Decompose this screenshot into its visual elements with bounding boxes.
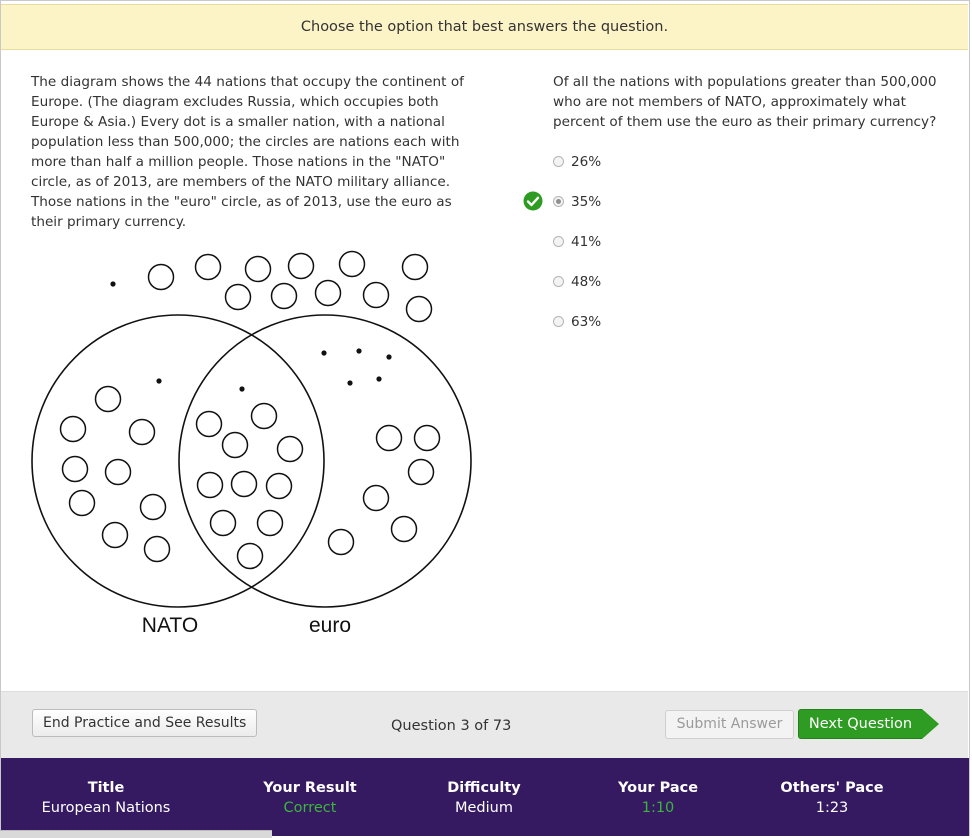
horizontal-scrollbar[interactable] [0, 830, 272, 838]
stat-others-pace: Others' Pace 1:23 [747, 778, 917, 818]
stat-label: Your Result [263, 780, 357, 796]
question-toolbar: End Practice and See Results Question 3 … [1, 691, 968, 758]
large-nation-circle [224, 283, 252, 311]
small-nation-dot [156, 378, 162, 384]
answer-option-b[interactable]: 35% [553, 192, 753, 212]
small-nation-dot [386, 354, 392, 360]
check-circle-icon [523, 191, 543, 211]
large-nation-circle [276, 435, 304, 463]
option-label: 41% [571, 234, 602, 250]
small-nation-dot [321, 350, 327, 356]
stat-difficulty: Difficulty Medium [399, 778, 569, 818]
radio-button[interactable] [553, 196, 564, 207]
nato-set-circle [31, 314, 325, 608]
large-nation-circle [244, 255, 272, 283]
large-nation-circle [68, 489, 96, 517]
stat-value: 1:23 [815, 800, 849, 816]
submit-answer-button[interactable]: Submit Answer [665, 710, 794, 739]
large-nation-circle [101, 521, 129, 549]
radio-button[interactable] [553, 316, 564, 327]
passage-text: The diagram shows the 44 nations that oc… [31, 74, 464, 230]
small-nation-dot [239, 386, 245, 392]
large-nation-circle [270, 282, 298, 310]
question-text: Of all the nations with populations grea… [553, 74, 937, 130]
answer-option-d[interactable]: 48% [553, 272, 753, 292]
stats-footer: Title European Nations Your Result Corre… [1, 758, 969, 836]
stat-value: Medium [455, 800, 513, 816]
large-nation-circle [196, 471, 224, 499]
stat-label: Difficulty [447, 780, 521, 796]
radio-button[interactable] [553, 156, 564, 167]
large-nation-circle [250, 402, 278, 430]
large-nation-circle [314, 279, 342, 307]
stat-label: Others' Pace [780, 780, 884, 796]
next-arrow-icon[interactable] [922, 709, 939, 739]
large-nation-circle [59, 415, 87, 443]
instruction-banner: Choose the option that best answers the … [1, 4, 968, 50]
large-nation-circle [221, 431, 249, 459]
large-nation-circle [401, 253, 429, 281]
stat-value: European Nations [41, 800, 171, 816]
small-nation-dot [110, 281, 116, 287]
option-label: 48% [571, 274, 602, 290]
large-nation-circle [209, 509, 237, 537]
large-nation-circle [256, 509, 284, 537]
answer-option-e[interactable]: 63% [553, 312, 753, 332]
large-nation-circle [139, 493, 167, 521]
large-nation-circle [194, 253, 222, 281]
answer-option-c[interactable]: 41% [553, 232, 753, 252]
euro-set-circle [178, 314, 472, 608]
large-nation-circle [287, 252, 315, 280]
small-nation-dot [376, 376, 382, 382]
large-nation-circle [94, 385, 122, 413]
answer-option-a[interactable]: 26% [553, 152, 753, 172]
nato-label: NATO [142, 614, 198, 637]
large-nation-circle [362, 484, 390, 512]
large-nation-circle [327, 528, 355, 556]
radio-button[interactable] [553, 236, 564, 247]
small-nation-dot [347, 380, 353, 386]
small-nation-dot [356, 348, 362, 354]
large-nation-circle [104, 458, 132, 486]
stat-label: Your Pace [617, 780, 699, 796]
stat-your-pace: Your Pace 1:10 [573, 778, 743, 818]
stat-title: Title European Nations [21, 778, 191, 818]
large-nation-circle [265, 472, 293, 500]
next-question-button[interactable]: Next Question [798, 709, 922, 739]
stat-your-result: Your Result Correct [225, 778, 395, 818]
stat-value: Correct [283, 800, 337, 816]
option-label: 35% [571, 194, 602, 210]
large-nation-circle [338, 250, 366, 278]
large-nation-circle [236, 542, 264, 570]
large-nation-circle [61, 455, 89, 483]
large-nation-circle [230, 470, 258, 498]
question-counter: Question 3 of 73 [391, 718, 512, 734]
large-nation-circle [375, 424, 403, 452]
large-nation-circle [147, 263, 175, 291]
end-practice-button[interactable]: End Practice and See Results [32, 709, 258, 737]
option-label: 26% [571, 154, 602, 170]
large-nation-circle [405, 295, 433, 323]
large-nation-circle [413, 424, 441, 452]
instruction-text: Choose the option that best answers the … [300, 19, 669, 35]
euro-label: euro [309, 614, 351, 637]
large-nation-circle [407, 458, 435, 486]
stat-label: Title [87, 780, 125, 796]
option-label: 63% [571, 314, 602, 330]
radio-button[interactable] [553, 276, 564, 287]
stat-value: 1:10 [641, 800, 675, 816]
large-nation-circle [128, 418, 156, 446]
large-nation-circle [362, 281, 390, 309]
venn-diagram: NATO euro [31, 250, 472, 637]
large-nation-circle [390, 515, 418, 543]
large-nation-circle [143, 535, 171, 563]
large-nation-circle [195, 410, 223, 438]
